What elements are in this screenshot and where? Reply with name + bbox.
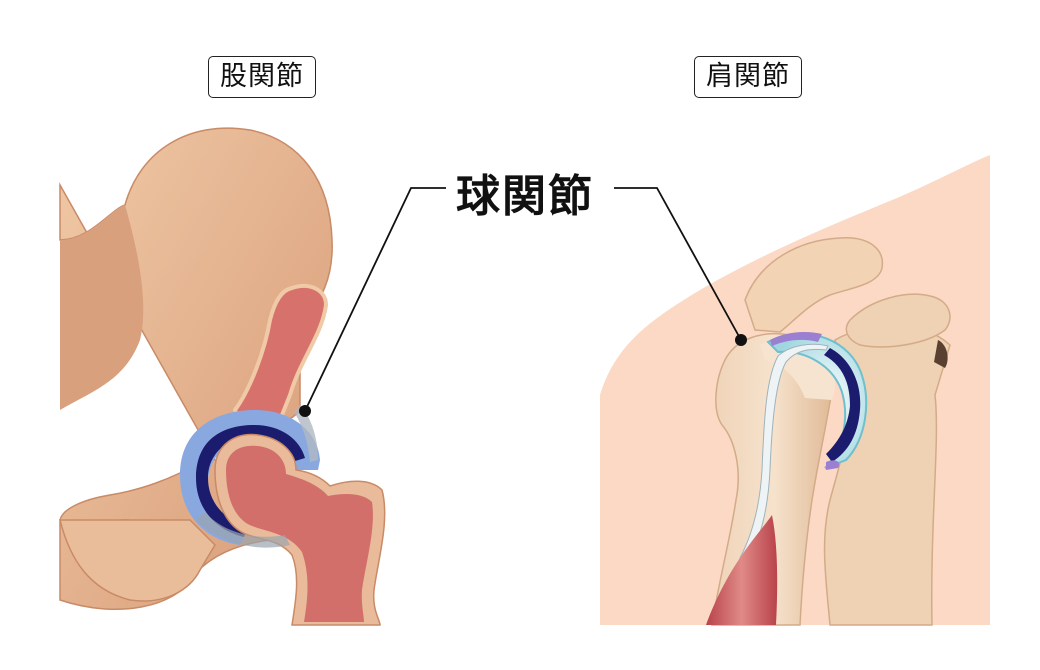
shoulder-pointer-dot <box>735 334 747 346</box>
shoulder-joint-label: 肩関節 <box>694 56 802 98</box>
ball-joint-title: 球関節 <box>456 171 594 222</box>
biceps-muscle <box>706 515 778 625</box>
joint-capsule-shadow <box>196 512 290 548</box>
scapula-notch-shadow <box>934 340 948 368</box>
biceps-tendon <box>739 343 829 561</box>
femur-marrow <box>226 445 373 622</box>
glenoid-labrum <box>770 332 822 346</box>
shoulder-pointer-line <box>614 187 742 341</box>
shoulder-joint-illustration <box>600 155 990 626</box>
acromion <box>744 237 884 333</box>
socket-edge-shadow <box>294 405 318 462</box>
pelvis-shadow <box>60 205 144 410</box>
glenoid-labrum-lower <box>826 460 840 470</box>
pointer-lines <box>299 187 747 417</box>
coracoid-process <box>845 293 951 348</box>
hip-joint-illustration <box>59 127 386 626</box>
ischium <box>59 519 216 602</box>
hip-pointer-dot <box>299 405 311 417</box>
hip-pointer-line <box>304 187 446 412</box>
glenoid-dark-rim <box>824 348 861 462</box>
hip-joint-label: 股関節 <box>208 56 316 98</box>
